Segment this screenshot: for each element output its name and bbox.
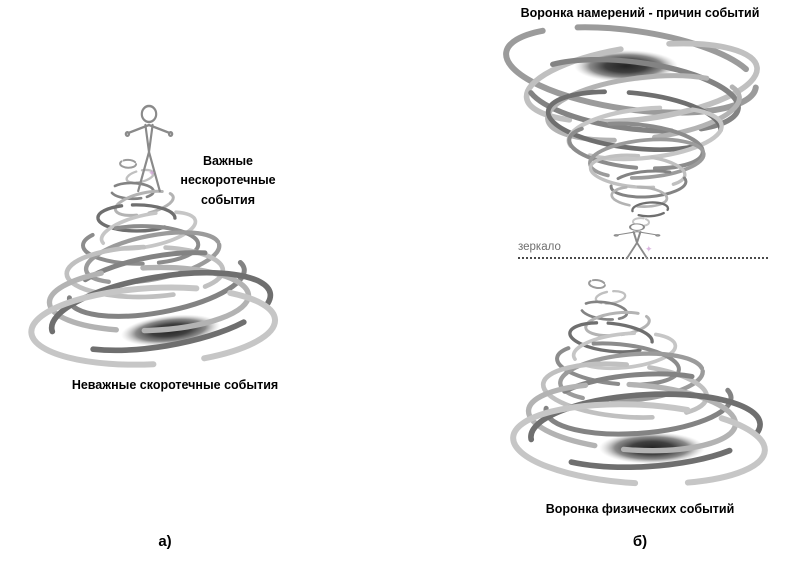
sparkle-decoration: ✦ (645, 244, 653, 254)
sparkle-decoration: ✦ (148, 168, 156, 178)
caption-b: б) (632, 533, 648, 550)
mirror-label: зеркало (518, 241, 561, 253)
physical-funnel-label: Воронка физических событий (545, 502, 735, 516)
left-events-vortex (28, 158, 279, 368)
mirror-line (518, 257, 768, 259)
caption-a: а) (158, 533, 172, 550)
intention-funnel-title: Воронка намерений - причин событий (520, 6, 760, 20)
intention-vortex (503, 24, 760, 227)
unimportant-events-label: Неважные скоротечные события (71, 378, 279, 392)
important-events-label: Важные нескоротечные события (180, 154, 276, 207)
person-figure-right (613, 222, 661, 260)
physical-vortex (510, 278, 768, 487)
